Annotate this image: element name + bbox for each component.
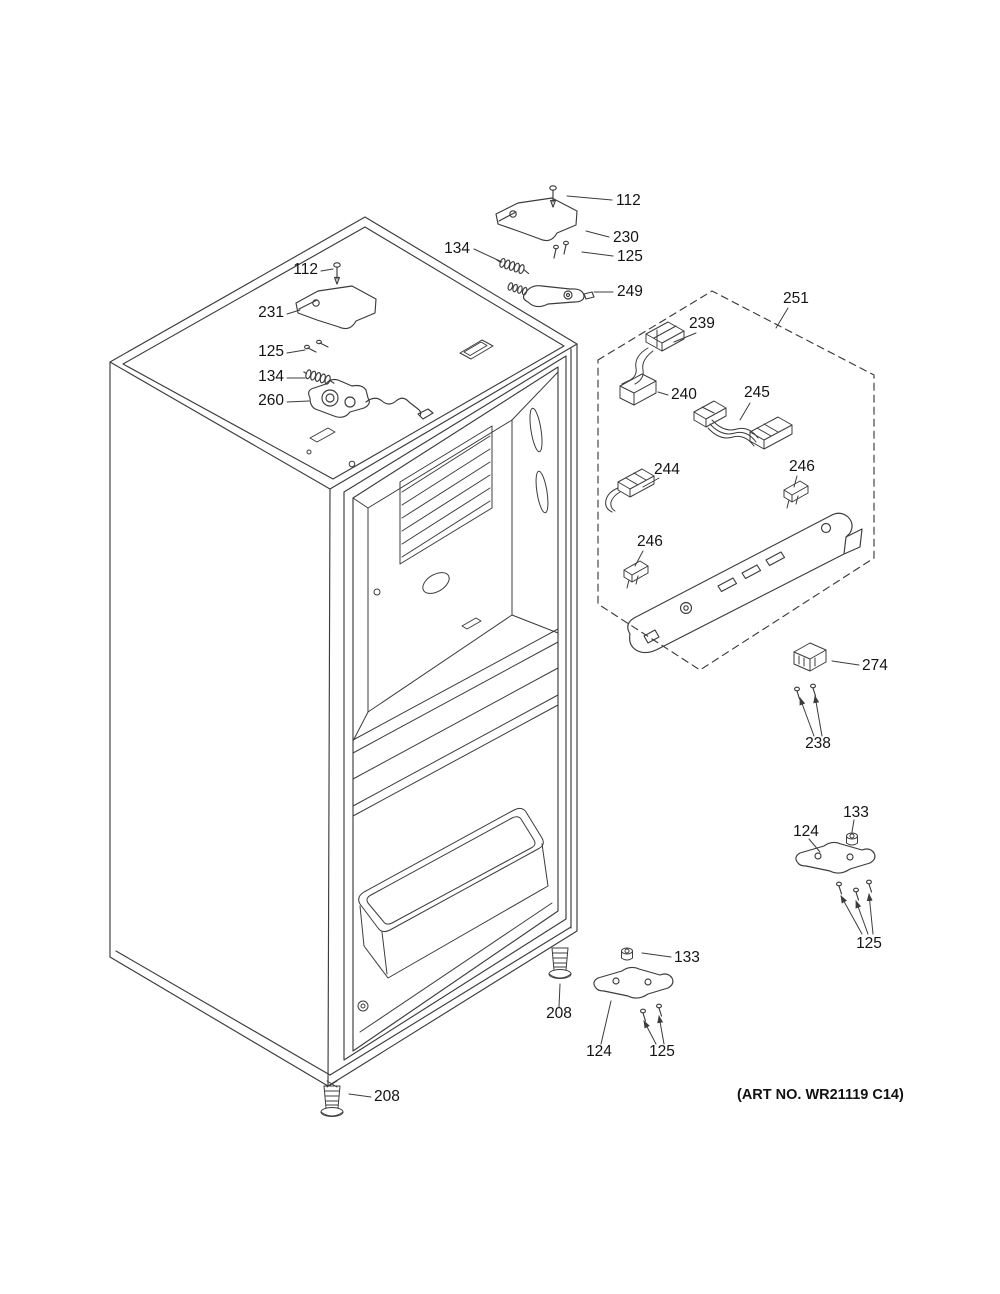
part-260-auger-assembly (308, 378, 434, 420)
callout-260: 260 (258, 392, 284, 409)
harness-wire (610, 491, 621, 512)
harness-wire (621, 347, 649, 385)
harness-wire (711, 419, 759, 439)
bracket-124-center (593, 966, 674, 999)
drain (357, 1000, 369, 1012)
freezer-basket-body (359, 843, 549, 979)
top-face-details (306, 339, 494, 468)
callout-238: 238 (805, 735, 831, 752)
callout-125: 125 (258, 343, 284, 360)
harness-wire (605, 487, 619, 513)
fresh-food-interior (352, 371, 559, 742)
callout-249: 249 (617, 283, 643, 300)
part-239-connector (621, 321, 685, 385)
callout-239: 239 (689, 315, 715, 332)
callout-133: 133 (674, 949, 700, 966)
grommet-133-right (846, 832, 858, 846)
part-230-bracket (495, 197, 578, 242)
screws-125-center (640, 1003, 663, 1022)
part-240-module (619, 373, 657, 406)
cabinet-top-rim (122, 226, 565, 480)
part-231-bracket (295, 285, 377, 330)
back-wall-hole (422, 572, 450, 594)
wall-slot (529, 407, 543, 453)
spring-134-top-left (303, 369, 335, 385)
callout-244: 244 (654, 461, 680, 478)
part-274-connector (793, 642, 827, 672)
callout-125: 125 (856, 935, 882, 952)
part-245-harness (693, 400, 793, 450)
callout-231: 231 (258, 304, 284, 321)
mullion-divider (352, 628, 559, 780)
callout-208: 208 (546, 1005, 572, 1022)
harness-wire (365, 397, 422, 417)
grommet-133-center (621, 947, 633, 961)
part-249-lever (507, 282, 595, 308)
leg-208-bottom (320, 1080, 344, 1117)
screw-112-top-left (333, 262, 341, 285)
liner-opening (352, 366, 559, 1052)
callout-274: 274 (862, 657, 888, 674)
part-246-left (623, 560, 649, 589)
callout-245: 245 (744, 384, 770, 401)
cabinet-top-face (109, 216, 578, 490)
callout-125: 125 (649, 1043, 675, 1060)
screws-125-top-left (304, 339, 329, 353)
callout-124: 124 (586, 1043, 612, 1060)
evaporator-cover (399, 425, 493, 565)
cabinet-front-edges (327, 343, 578, 1087)
part-244-connector (605, 468, 655, 513)
spring-134-top-right (496, 257, 530, 275)
harness-wire (707, 427, 755, 447)
callout-230: 230 (613, 229, 639, 246)
bracket-panel-251 (627, 512, 863, 654)
freezer-basket-rim (358, 807, 544, 933)
front-opening (343, 355, 567, 1061)
cabinet-shell (109, 216, 578, 1087)
part-246-right (783, 480, 809, 509)
leader-lines (286, 195, 874, 1098)
callout-112: 112 (616, 192, 641, 209)
screws-238 (794, 683, 817, 700)
art-number: (ART NO. WR21119 C14) (737, 1087, 904, 1103)
cabinet-left-face (109, 361, 331, 1087)
callout-labels: 112 230 134 125 249 251 112 231 239 125 … (258, 192, 904, 1105)
freezer-interior (352, 694, 559, 1033)
callout-134: 134 (258, 368, 284, 385)
screws-125-top-right (553, 240, 569, 259)
callout-251: 251 (783, 290, 809, 307)
bracket-124-right (795, 841, 876, 874)
callout-134: 134 (444, 240, 470, 257)
screws-125-right (836, 879, 873, 901)
callout-208: 208 (374, 1088, 400, 1105)
callout-133: 133 (843, 804, 869, 821)
screw-112-top-right (549, 185, 557, 208)
callout-124: 124 (793, 823, 819, 840)
harness-wire (709, 423, 757, 443)
harness-wire (634, 350, 654, 385)
callout-125: 125 (617, 248, 643, 265)
dashed-region-251 (597, 290, 875, 671)
callout-112: 112 (293, 261, 318, 278)
leg-208-center (548, 947, 572, 979)
wall-slot (535, 470, 549, 514)
callout-240: 240 (671, 386, 697, 403)
callout-246: 246 (789, 458, 815, 475)
callout-246: 246 (637, 533, 663, 550)
